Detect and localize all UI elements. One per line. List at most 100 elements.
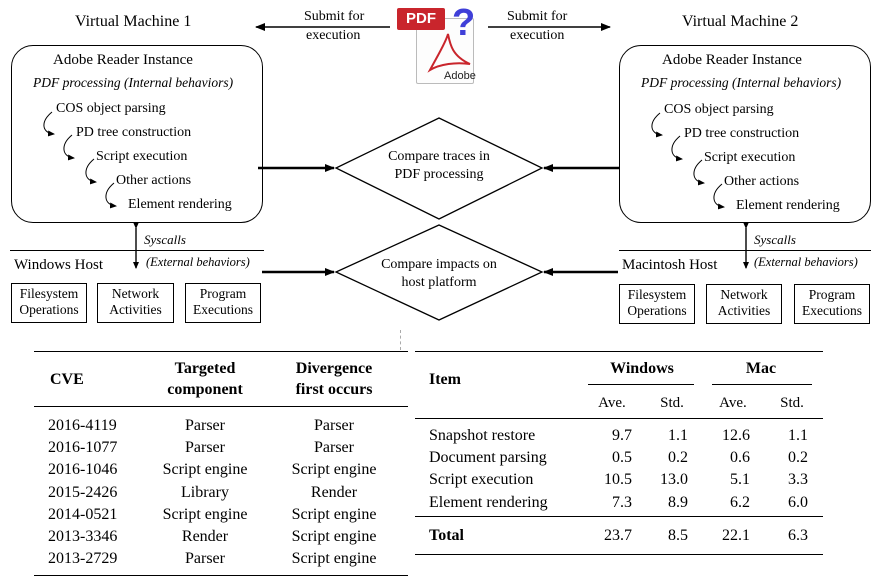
mac-host-label: Macintosh Host	[622, 257, 718, 273]
vm2-instance-title: Adobe Reader Instance	[662, 52, 802, 68]
compare-impacts-diamond	[334, 224, 544, 321]
vm2-step-pd-tree: PD tree construction	[684, 126, 800, 141]
compare-traces-line2: PDF processing	[394, 167, 484, 182]
timing-total-win-ave: 23.7	[604, 527, 632, 544]
timing-cell: 9.7	[612, 427, 632, 444]
timing-cell: 8.9	[668, 493, 688, 511]
cve-table-bottom-rule	[34, 575, 408, 576]
vm2-instance-subtitle: PDF processing (Internal behaviors)	[641, 75, 842, 90]
faint-divider	[400, 330, 401, 350]
timing-cell: 13.0	[660, 471, 688, 489]
cve-cell: Script engine	[291, 550, 377, 568]
timing-cell: 5.1	[730, 471, 750, 489]
timing-table-top-rule	[415, 351, 823, 352]
windows-program-line2: Executions	[193, 302, 253, 317]
windows-filesystem-box: Filesystem Operations	[11, 283, 87, 323]
timing-cell: 0.6	[730, 449, 750, 467]
timing-cell: 1.1	[668, 427, 688, 444]
mac-network-line2: Activities	[717, 303, 771, 318]
submit-right-line1: Submit for	[507, 9, 568, 24]
timing-row-label: Script execution	[429, 471, 534, 489]
cve-cell: Parser	[185, 550, 225, 568]
timing-sub-mac-std: Std.	[780, 395, 804, 411]
mac-filesystem-line1: Filesystem	[627, 287, 687, 302]
timing-total-label: Total	[429, 527, 464, 544]
compare-traces-line1: Compare traces in	[388, 149, 490, 164]
cve-cell: 2014-0521	[48, 505, 118, 523]
cve-cell: Script engine	[291, 528, 377, 545]
timing-total-rule	[415, 516, 823, 517]
vm1-reader-instance-box	[11, 45, 263, 223]
windows-program-line1: Program	[199, 286, 247, 301]
timing-cell: 0.2	[788, 449, 808, 467]
mac-network-box: Network Activities	[706, 284, 782, 324]
timing-cell: 12.6	[722, 427, 750, 444]
pdf-badge: PDF	[397, 8, 445, 30]
submit-left-line2: execution	[306, 28, 361, 43]
mac-program-line2: Executions	[802, 303, 862, 318]
vm2-external-behaviors-label: (External behaviors)	[754, 255, 858, 269]
mac-filesystem-box: Filesystem Operations	[619, 284, 695, 324]
cve-header-divergence-line1: Divergence	[295, 360, 373, 377]
windows-host-label: Windows Host	[14, 257, 103, 273]
windows-host-separator	[10, 250, 264, 251]
timing-row-label: Snapshot restore	[429, 427, 536, 444]
timing-header-windows: Windows	[610, 360, 674, 377]
vm1-step-cos-parsing: COS object parsing	[56, 101, 166, 116]
windows-filesystem-line2: Operations	[19, 302, 79, 317]
vm2-step-other: Other actions	[724, 174, 800, 189]
timing-cell: 1.1	[788, 427, 808, 444]
vm2-step-render: Element rendering	[736, 198, 840, 213]
timing-header-item: Item	[429, 371, 461, 388]
vm2-reader-instance-box	[619, 45, 871, 223]
vm1-external-behaviors-label: (External behaviors)	[146, 255, 250, 269]
windows-filesystem-line1: Filesystem	[19, 286, 79, 301]
cve-cell: Script engine	[291, 461, 377, 479]
question-mark-icon: ?	[452, 2, 476, 44]
adobe-brand-label: Adobe	[444, 70, 476, 82]
cve-cell: 2016-1046	[48, 461, 118, 479]
cve-cell: Render	[310, 483, 358, 501]
windows-group-rule	[588, 384, 694, 385]
cve-cell: 2013-2729	[48, 550, 118, 568]
cve-cell: Script engine	[162, 461, 248, 479]
timing-cell: 0.5	[612, 449, 632, 467]
mac-group-rule	[712, 384, 812, 385]
timing-cell: 0.2	[668, 449, 688, 467]
cve-cell: 2015-2426	[48, 483, 118, 501]
cve-cell: Parser	[185, 417, 225, 434]
vm2-syscalls-label: Syscalls	[754, 232, 796, 247]
timing-total-win-std: 8.5	[668, 527, 688, 544]
vm2-title: Virtual Machine 2	[682, 13, 799, 30]
timing-sub-win-std: Std.	[660, 395, 684, 411]
vm1-syscalls-label: Syscalls	[144, 232, 186, 247]
cve-cell: 2016-4119	[48, 417, 117, 434]
windows-network-line1: Network	[111, 286, 160, 301]
cve-cell: Render	[181, 528, 229, 545]
cve-table-header-rule	[34, 406, 408, 407]
compare-impacts-line1: Compare impacts on	[381, 257, 497, 272]
vm1-step-pd-tree: PD tree construction	[76, 125, 192, 140]
cve-cell: 2013-3346	[48, 528, 118, 545]
timing-cell: 6.2	[730, 493, 750, 511]
timing-cell: 3.3	[788, 471, 808, 489]
vm2-step-cos-parsing: COS object parsing	[664, 102, 774, 117]
cve-header-targeted-line2: component	[167, 381, 243, 398]
windows-network-box: Network Activities	[97, 283, 174, 323]
cve-header-cve: CVE	[50, 371, 84, 388]
vm2-step-script: Script execution	[704, 150, 796, 165]
step-curves-right	[651, 112, 725, 210]
mac-host-separator	[619, 250, 871, 251]
mac-program-box: Program Executions	[794, 284, 870, 324]
windows-program-box: Program Executions	[185, 283, 261, 323]
cve-header-divergence-line2: first occurs	[295, 381, 373, 398]
cve-cell: Parser	[314, 439, 354, 457]
timing-row-label: Document parsing	[429, 449, 547, 467]
timing-header-mac: Mac	[745, 360, 777, 377]
mac-network-line1: Network	[720, 287, 768, 302]
cve-cell: Parser	[314, 417, 354, 434]
vm1-step-script: Script execution	[96, 149, 188, 164]
timing-table-header-rule	[415, 418, 823, 419]
